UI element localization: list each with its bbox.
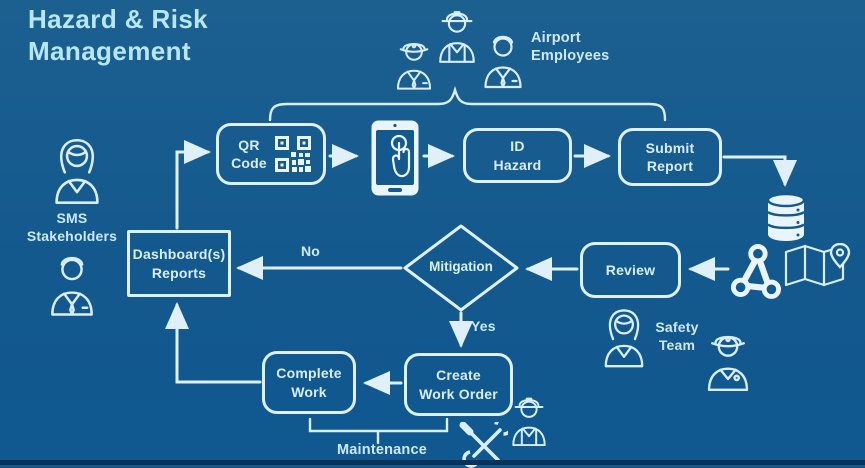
map-location-icon <box>784 243 851 287</box>
bottom-edge-strip <box>0 460 865 465</box>
yes-edge-label: Yes <box>471 318 496 334</box>
page-title: Hazard & Risk Management <box>28 4 208 68</box>
page-title-line2: Management <box>28 35 191 66</box>
sms-stakeholders-label: SMS Stakeholders <box>26 210 118 244</box>
qr-code-label-line1: QR <box>238 136 260 153</box>
database-icon <box>766 192 806 241</box>
submit-report-node: Submit Report <box>618 128 722 186</box>
maintenance-label: Maintenance <box>336 442 428 458</box>
complete-work-label-line2: Work <box>291 383 327 400</box>
no-edge-label: No <box>301 243 321 259</box>
arrow-complete-to-dashboard <box>165 302 262 384</box>
businesswoman-icon <box>604 309 644 368</box>
airport-employees-label: Airport Employees <box>531 30 610 65</box>
share-network-icon <box>730 244 782 299</box>
id-hazard-node: ID Hazard <box>463 128 572 183</box>
id-hazard-label-line2: Hazard <box>493 156 542 173</box>
smartphone-tap-icon <box>371 120 419 196</box>
dashboard-reports-node: Dashboard(s) Reports <box>127 230 231 297</box>
id-hazard-label-line1: ID <box>510 138 525 155</box>
safety-team-label: Safety Team <box>655 319 699 353</box>
businessman-icon <box>484 35 522 89</box>
arrow-dashboard-to-qr <box>175 140 211 230</box>
submit-report-label-line2: Report <box>646 158 694 174</box>
create-work-order-label-line1: Create <box>436 367 481 384</box>
submit-report-label-line1: Submit <box>645 139 695 156</box>
dashboard-label-line2: Reports <box>151 264 207 281</box>
police-officer-icon <box>707 335 749 391</box>
complete-work-node: Complete Work <box>262 351 356 414</box>
complete-work-label-line1: Complete <box>276 365 342 382</box>
qr-code-icon <box>274 136 311 172</box>
construction-worker-icon <box>512 397 546 446</box>
arrow-submit-to-database <box>722 155 797 187</box>
create-work-order-node: Create Work Order <box>404 353 513 416</box>
review-node: Review <box>580 242 681 298</box>
qr-code-label-line2: Code <box>231 155 267 171</box>
construction-worker-icon <box>439 11 475 63</box>
airport-employees-brace <box>268 85 667 122</box>
maintenance-bracket <box>308 417 449 445</box>
review-label: Review <box>605 261 656 278</box>
page-title-line1: Hazard & Risk <box>28 4 209 34</box>
mitigation-label: Mitigation <box>429 259 493 274</box>
businesswoman-icon <box>55 138 99 204</box>
qr-code-node: QR Code <box>216 123 326 185</box>
businessman-icon <box>51 256 93 316</box>
create-work-order-label-line2: Work Order <box>419 385 498 402</box>
pilot-icon <box>396 42 432 90</box>
dashboard-label-line1: Dashboard(s) <box>132 246 226 263</box>
